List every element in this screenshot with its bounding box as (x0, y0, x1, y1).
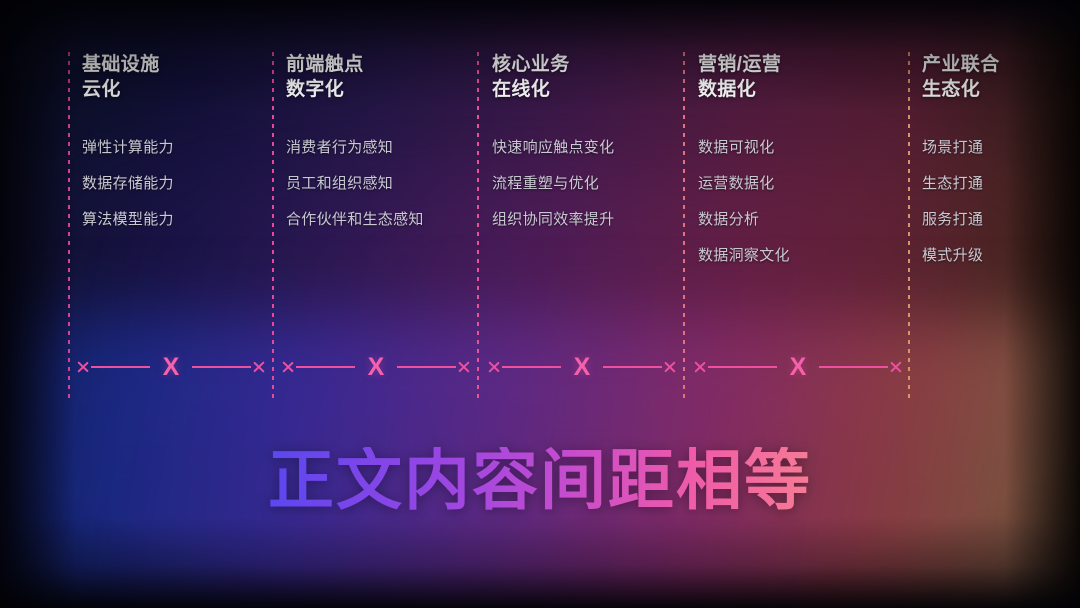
list-item: 员工和组织感知 (286, 175, 394, 192)
column-item-list: 弹性计算能力 数据存储能力 算法模型能力 (82, 139, 262, 229)
column-title: 前端触点 数字化 (286, 54, 364, 100)
measure-shaft (397, 366, 456, 368)
measure-label: X (162, 352, 180, 381)
measure-shaft (192, 366, 251, 368)
list-item: 数据存储能力 (82, 175, 174, 192)
list-item: 组织协同效率提升 (492, 211, 615, 228)
measure-label: X (573, 352, 591, 381)
list-item: 消费者行为感知 (286, 139, 394, 156)
column-title: 核心业务 在线化 (492, 54, 570, 100)
measure-shaft (296, 366, 355, 368)
spacing-measure-3: X (489, 347, 675, 387)
measure-shaft (819, 366, 888, 368)
spacing-measure-1: X (78, 347, 264, 387)
arrow-right-icon (456, 359, 469, 375)
arrow-right-icon (888, 359, 901, 375)
column-title: 基础设施 云化 (82, 54, 160, 100)
list-item: 数据洞察文化 (698, 247, 790, 264)
list-item: 数据可视化 (698, 139, 775, 156)
guide-line-5 (908, 52, 910, 400)
column-frontend-touchpoints: 前端触点 数字化 消费者行为感知 员工和组织感知 合作伙伴和生态感知 (286, 52, 476, 247)
list-item: 服务打通 (922, 211, 984, 228)
page-title: 正文内容间距相等 (0, 447, 1080, 513)
list-item: 运营数据化 (698, 175, 775, 192)
list-item: 快速响应触点变化 (492, 139, 615, 156)
list-item: 算法模型能力 (82, 211, 174, 228)
list-item: 弹性计算能力 (82, 139, 174, 156)
guide-line-2 (272, 52, 274, 400)
arrow-left-icon (283, 359, 296, 375)
arrow-left-icon (78, 359, 91, 375)
column-core-business: 核心业务 在线化 快速响应触点变化 流程重塑与优化 组织协同效率提升 (492, 52, 682, 247)
column-title: 产业联合 生态化 (922, 54, 1000, 100)
list-item: 合作伙伴和生态感知 (286, 211, 424, 228)
list-item: 模式升级 (922, 247, 984, 264)
column-marketing-operations: 营销/运营 数据化 数据可视化 运营数据化 数据分析 数据洞察文化 (698, 52, 888, 283)
spacing-measure-4: X (695, 347, 901, 387)
guide-line-1 (68, 52, 70, 400)
arrow-left-icon (489, 359, 502, 375)
column-item-list: 数据可视化 运营数据化 数据分析 数据洞察文化 (698, 139, 888, 265)
arrow-left-icon (695, 359, 708, 375)
list-item: 数据分析 (698, 211, 760, 228)
column-item-list: 快速响应触点变化 流程重塑与优化 组织协同效率提升 (492, 139, 682, 229)
list-item: 流程重塑与优化 (492, 175, 600, 192)
spacing-measure-2: X (283, 347, 469, 387)
arrow-right-icon (251, 359, 264, 375)
measure-shaft (708, 366, 777, 368)
column-industry-alliance: 产业联合 生态化 场景打通 生态打通 服务打通 模式升级 (922, 52, 1072, 283)
measure-label: X (789, 352, 807, 381)
column-item-list: 场景打通 生态打通 服务打通 模式升级 (922, 139, 1072, 265)
guide-line-3 (477, 52, 479, 400)
arrow-right-icon (662, 359, 675, 375)
measure-label: X (367, 352, 385, 381)
list-item: 场景打通 (922, 139, 984, 156)
measure-shaft (502, 366, 561, 368)
column-title: 营销/运营 数据化 (698, 54, 782, 100)
column-item-list: 消费者行为感知 员工和组织感知 合作伙伴和生态感知 (286, 139, 476, 229)
measure-shaft (91, 366, 150, 368)
column-infrastructure: 基础设施 云化 弹性计算能力 数据存储能力 算法模型能力 (82, 52, 262, 247)
measure-shaft (603, 366, 662, 368)
list-item: 生态打通 (922, 175, 984, 192)
guide-line-4 (683, 52, 685, 400)
